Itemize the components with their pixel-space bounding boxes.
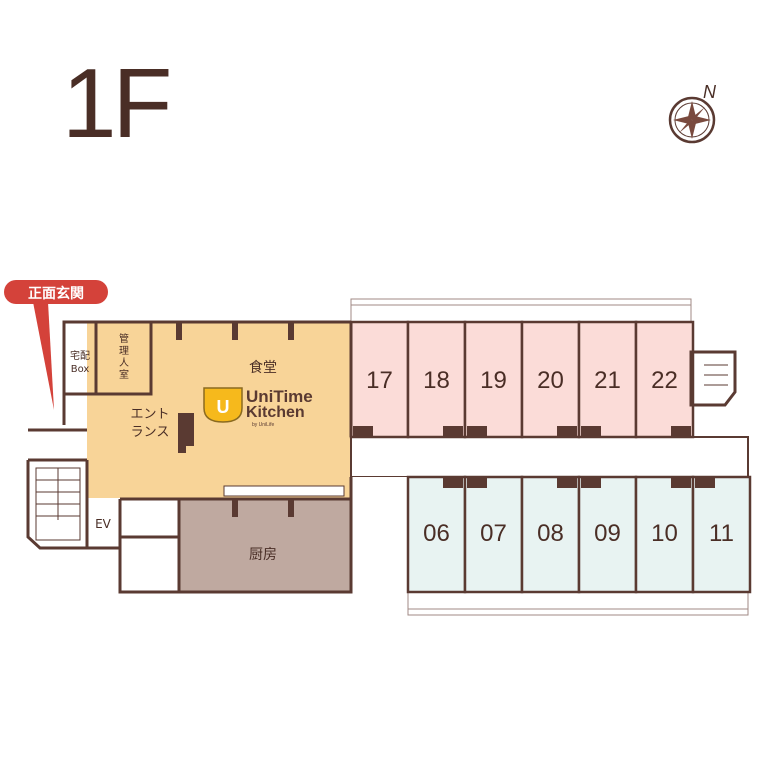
unitime-kitchen-logo: U UniTime Kitchen by UniLife — [203, 387, 313, 428]
room-number-label: 20 — [537, 367, 564, 394]
room-number-label: 06 — [423, 520, 450, 547]
side-room — [352, 477, 408, 592]
room-09: 09 — [577, 475, 638, 594]
elevator-label: EV — [95, 517, 112, 531]
manager-room-label-3: 人 — [119, 357, 129, 369]
room-number-label: 18 — [423, 367, 450, 394]
rooms-north: 17 18 19 20 21 22 — [349, 320, 695, 439]
room-number-label: 17 — [366, 367, 393, 394]
balcony-south — [407, 591, 749, 616]
manager-room-label-4: 室 — [119, 368, 129, 381]
rooms-south: 06 07 08 09 10 11 — [406, 475, 752, 594]
svg-text:U: U — [217, 397, 230, 417]
main-entrance-tag: 正面玄関 — [4, 280, 108, 410]
compass-north-label: N — [703, 82, 717, 102]
room-number-label: 11 — [709, 520, 734, 547]
main-entrance-label: 正面玄関 — [28, 285, 84, 302]
compass-icon: N — [668, 82, 717, 144]
room-22: 22 — [634, 320, 695, 439]
room-11: 11 — [691, 475, 752, 594]
room-20: 20 — [520, 320, 581, 439]
parcel-box-label-2: Box — [71, 364, 90, 375]
room-18: 18 — [406, 320, 467, 439]
room-number-label: 19 — [480, 367, 507, 394]
room-number-label: 10 — [651, 520, 678, 547]
dining-label: 食堂 — [249, 359, 277, 376]
corridor — [350, 436, 749, 478]
room-06: 06 — [406, 475, 467, 594]
parcel-box-label-1: 宅配 — [70, 349, 90, 362]
manager-room-label-2: 理 — [119, 345, 129, 357]
room-number-label: 22 — [651, 367, 678, 394]
room-07: 07 — [463, 475, 524, 594]
room-number-label: 08 — [537, 520, 564, 547]
walls — [26, 320, 737, 594]
room-08: 08 — [520, 475, 581, 594]
room-19: 19 — [463, 320, 524, 439]
room-10: 10 — [634, 475, 695, 594]
room-21: 21 — [577, 320, 638, 439]
logo-line2: Kitchen — [246, 404, 305, 421]
entrance-label-2: ランス — [131, 425, 170, 440]
room-number-label: 21 — [594, 367, 621, 394]
kitchen-label: 厨房 — [249, 547, 277, 563]
floor-title: 1F — [62, 48, 172, 158]
entrance-label-1: エント — [130, 407, 169, 422]
room-number-label: 07 — [480, 520, 507, 547]
room-17: 17 — [349, 320, 410, 439]
entrance-area — [87, 440, 182, 498]
balcony-north — [350, 298, 692, 323]
kitchen-area — [179, 499, 351, 592]
logo-line1: UniTime — [246, 387, 313, 406]
logo-sub: by UniLife — [252, 422, 274, 428]
room-number-label: 09 — [594, 520, 621, 547]
manager-room-label-1: 管 — [119, 332, 129, 345]
